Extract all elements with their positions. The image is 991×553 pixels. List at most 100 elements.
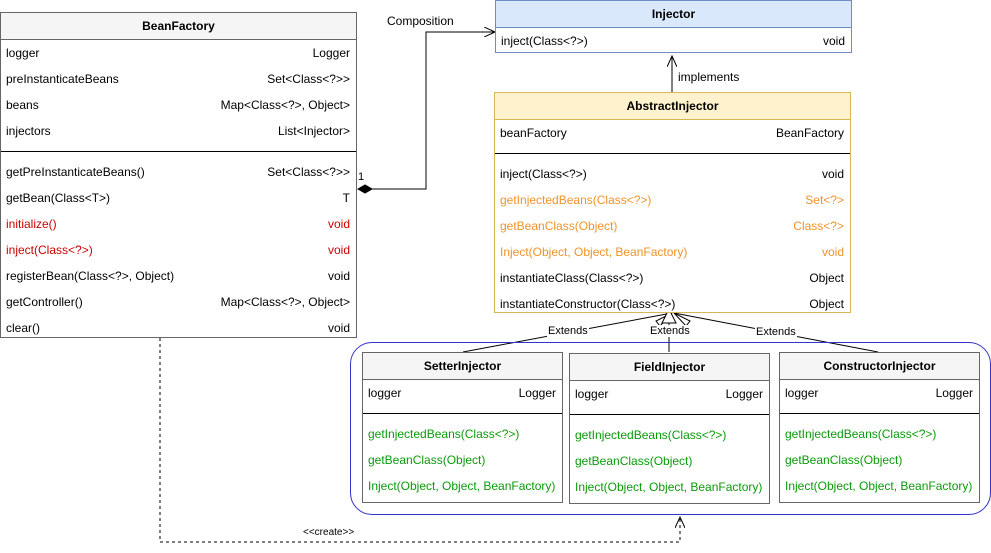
member-row: logger Logger [570, 381, 769, 407]
member-type: Map<Class<?>, Object> [220, 98, 350, 112]
member-name: beans [6, 98, 39, 112]
injector-methods: inject(Class<?>) void [496, 28, 851, 54]
member-row: inject(Class<?>)void [1, 237, 356, 263]
bean-factory-attributes: logger Logger preInstanticateBeans Set<Clas… [1, 40, 356, 144]
field-injector-attributes: logger Logger [570, 381, 769, 407]
member-name: getInjectedBeans(Class<?>) [785, 427, 937, 441]
constructor-injector-methods: getInjectedBeans(Class<?>) getBeanClass(O… [780, 421, 979, 499]
extends-label-setter: Extends [547, 325, 589, 337]
abstract-injector-attributes: beanFactory BeanFactory [495, 120, 850, 146]
member-type: Logger [935, 386, 973, 400]
setter-injector-divider [363, 406, 562, 414]
member-type: Set<?> [805, 193, 844, 207]
member-name: preInstanticateBeans [6, 72, 119, 86]
multiplicity-label: 1 [358, 171, 365, 183]
member-type: T [342, 191, 350, 205]
setter-injector-title: SetterInjector [363, 353, 562, 380]
member-name: getInjectedBeans(Class<?>) [500, 193, 652, 207]
field-injector-class[interactable]: FieldInjector logger Logger getInjectedBe… [569, 353, 770, 504]
member-name: getInjectedBeans(Class<?>) [368, 427, 520, 441]
member-row: getInjectedBeans(Class<?>) [570, 422, 769, 448]
member-row: initialize()void [1, 211, 356, 237]
member-row: getInjectedBeans(Class<?>) [780, 421, 979, 447]
member-name: getInjectedBeans(Class<?>) [575, 428, 727, 442]
member-name: Inject(Object, Object, BeanFactory) [785, 479, 973, 493]
member-name: logger [575, 387, 609, 401]
member-row: clear()void [1, 315, 356, 341]
member-type: void [327, 269, 350, 283]
member-name: logger [368, 386, 402, 400]
member-type: List<Injector> [277, 124, 350, 138]
field-injector-title: FieldInjector [570, 354, 769, 381]
bean-factory-class[interactable]: BeanFactory logger Logger preInstanticateB… [0, 12, 357, 338]
member-name: beanFactory [500, 126, 567, 140]
member-type: BeanFactory [775, 126, 844, 140]
member-name: inject(Class<?>) [500, 167, 587, 181]
member-name: logger [6, 46, 40, 60]
field-injector-divider [570, 407, 769, 415]
implements-label: implements [678, 70, 740, 84]
member-row: instantiateConstructor(Class<?>) Object [495, 291, 850, 317]
member-row: Inject(Object, Object, BeanFactory) void [495, 239, 850, 265]
member-type: Map<Class<?>, Object> [220, 295, 350, 309]
member-row: injectors List<Injector> [1, 118, 356, 144]
bean-factory-divider [1, 144, 356, 152]
member-row: getController() Map<Class<?>, Object> [1, 289, 356, 315]
member-name: Inject(Object, Object, BeanFactory) [368, 479, 556, 493]
member-name: injectors [6, 124, 51, 138]
abstract-injector-title: AbstractInjector [495, 93, 850, 120]
member-name: getBeanClass(Object) [575, 454, 693, 468]
member-row: Inject(Object, Object, BeanFactory) [363, 473, 562, 499]
member-type: Logger [725, 387, 763, 401]
member-name: getBean(Class<T>) [6, 191, 111, 205]
member-row: getPreInstanticateBeans() Set<Class<?>> [1, 159, 356, 185]
member-row: inject(Class<?>) void [496, 28, 851, 54]
member-name: inject(Class<?>) [6, 243, 93, 257]
member-row: getBeanClass(Object) [570, 448, 769, 474]
bean-factory-methods: getPreInstanticateBeans()Set<Class<?>>ge… [1, 159, 356, 341]
member-row: logger Logger [1, 40, 356, 66]
member-row: registerBean(Class<?>, Object)void [1, 263, 356, 289]
member-type: void [822, 34, 845, 48]
create-line [159, 338, 680, 543]
member-name: getBeanClass(Object) [368, 453, 486, 467]
member-row: inject(Class<?>) void [495, 161, 850, 187]
member-name: inject(Class<?>) [501, 34, 588, 48]
member-row: getBeanClass(Object) [363, 447, 562, 473]
member-type: Set<Class<?>> [267, 72, 350, 86]
member-row: instantiateClass(Class<?>)Object [495, 265, 850, 291]
member-type: Object [809, 297, 844, 311]
injector-interface[interactable]: Injector inject(Class<?>) void [495, 0, 852, 53]
abstract-injector-divider [495, 146, 850, 154]
member-name: instantiateClass(Class<?>) [500, 271, 644, 285]
injector-title: Injector [496, 1, 851, 28]
member-name: getBeanClass(Object) [500, 219, 618, 233]
member-type: void [821, 167, 844, 181]
member-row: getInjectedBeans(Class<?>) [363, 421, 562, 447]
member-row: getBeanClass(Object) [780, 447, 979, 473]
member-name: getPreInstanticateBeans() [6, 165, 145, 179]
member-name: initialize() [6, 217, 57, 231]
member-name: clear() [6, 321, 41, 335]
composition-diamond [356, 184, 374, 194]
member-type: Logger [312, 46, 350, 60]
member-row: beans Map<Class<?>, Object> [1, 92, 356, 118]
extends-label-field: Extends [649, 325, 691, 337]
bean-factory-title: BeanFactory [1, 13, 356, 40]
member-name: instantiateConstructor(Class<?>) [500, 297, 676, 311]
member-name: logger [785, 386, 819, 400]
member-name: getController() [6, 295, 83, 309]
create-label: <<create>> [302, 527, 356, 538]
extends-label-constructor: Extends [755, 326, 797, 338]
member-name: Inject(Object, Object, BeanFactory) [500, 245, 688, 259]
member-row: getInjectedBeans(Class<?>) Set<?> [495, 187, 850, 213]
field-injector-methods: getInjectedBeans(Class<?>) getBeanClass(O… [570, 422, 769, 500]
member-type: Set<Class<?>> [267, 165, 350, 179]
composition-line [372, 32, 495, 190]
member-type: void [821, 245, 844, 259]
extends-triangle-constructor [673, 312, 691, 327]
